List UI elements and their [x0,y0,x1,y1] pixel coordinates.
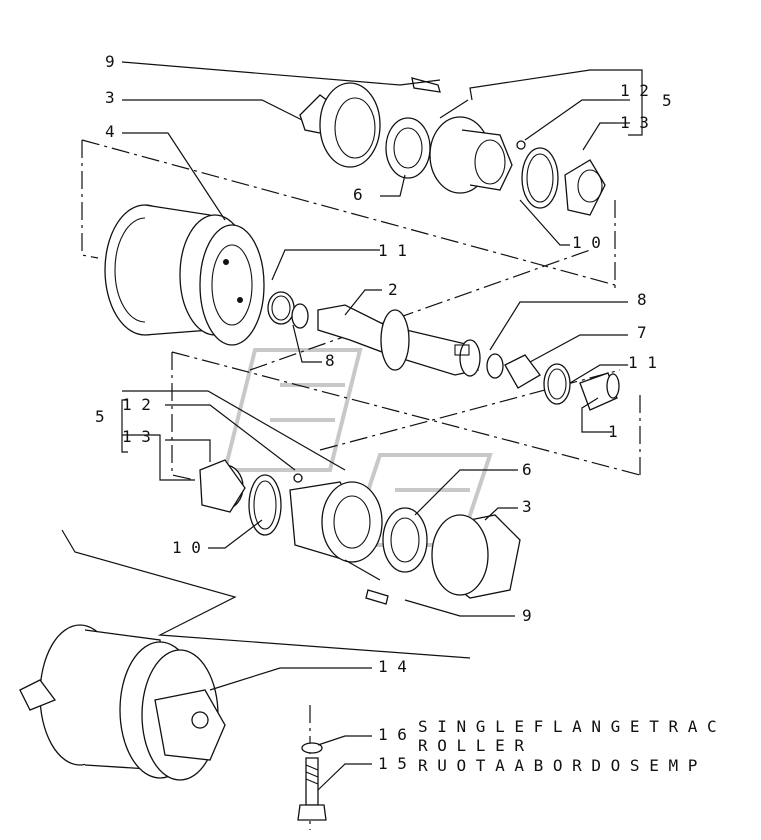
callout-9-bottom: 9 [522,606,532,625]
callout-7: 7 [637,323,647,342]
callout-6-bottom: 6 [522,460,532,479]
lower-end-assembly [199,459,521,605]
callout-4: 4 [105,122,115,141]
leader-lines [61,61,643,791]
callout-10-bottom: 1 0 [172,538,201,557]
bolt-and-washer-part [297,742,327,821]
caption-line-1: S I N G L E F L A N G E T R A C [418,717,717,736]
callout-5-bottom: 5 [95,407,105,426]
callout-6-top: 6 [353,185,363,204]
callout-2: 2 [388,280,398,299]
seal-rings-group [267,291,620,411]
callout-3-bottom: 3 [522,497,532,516]
callout-14: 1 4 [378,657,407,676]
callout-10-top: 1 0 [572,233,601,252]
roller-body-part [104,204,265,346]
callout-5-top: 5 [662,91,672,110]
upper-end-assembly [299,77,606,216]
callout-8-right: 8 [637,290,647,309]
assembled-roller-part [19,624,226,781]
callout-8-left: 8 [325,351,335,370]
caption-line-3: R U O T A A B O R D O S E M P [418,756,697,775]
callout-13-top: 1 3 [620,113,649,132]
callout-12-bottom: 1 2 [122,395,151,414]
callout-12-top: 1 2 [620,81,649,100]
callout-11-right: 1 1 [628,353,657,372]
shaft-part [317,304,481,377]
callout-1: 1 [608,422,618,441]
diagram-caption: S I N G L E F L A N G E T R A C R O L L … [418,717,717,775]
callout-16: 1 6 [378,725,407,744]
callout-11-top: 1 1 [378,241,407,260]
callout-15: 1 5 [378,754,407,773]
callout-9-top: 9 [105,52,115,71]
callout-3-top: 3 [105,88,115,107]
callout-labels: 9 3 4 6 1 2 5 1 3 1 0 1 1 2 8 8 7 1 1 1 … [95,52,672,773]
callout-13-bottom: 1 3 [122,427,151,446]
caption-line-2: R O L L E R [418,736,524,755]
